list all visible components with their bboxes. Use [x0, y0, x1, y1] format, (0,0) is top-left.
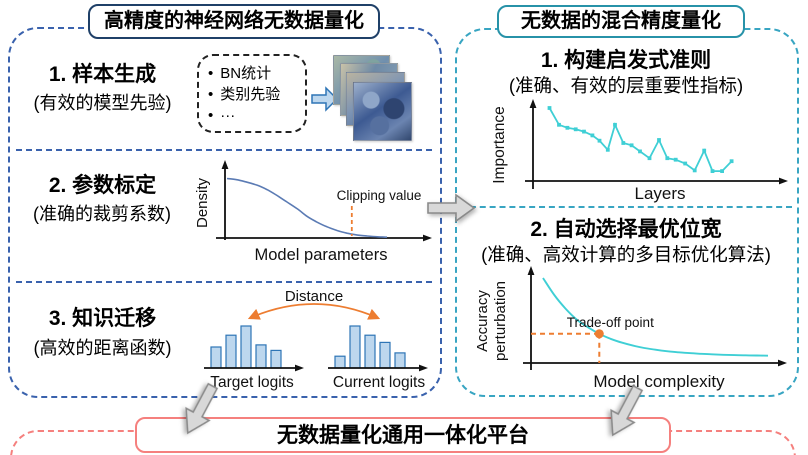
bullet-item: • 类别先验 [208, 84, 305, 105]
importance-xlabel: Layers [634, 184, 685, 203]
density-xlabel: Model parameters [255, 246, 388, 264]
current-logits-bars [334, 325, 406, 369]
bullet-item: • BN统计 [208, 63, 305, 84]
density-curve [226, 177, 388, 238]
left-divider-1 [16, 149, 432, 151]
left-to-right-arrow-icon [427, 193, 476, 223]
section2-subtitle: (准确的裁剪系数) [33, 204, 171, 224]
right-section2-heading: 2. 自动选择最优位宽 [530, 218, 722, 241]
section3-subtitle: (高效的距离函数) [33, 338, 172, 358]
right-panel-title: 无数据的混合精度量化 [497, 5, 745, 38]
bullet-label: BN统计 [220, 65, 272, 82]
section1-subtitle: (有效的模型先验) [33, 93, 172, 113]
bullet-icon: • [208, 86, 214, 103]
section1-heading: 1. 样本生成 [48, 63, 157, 86]
left-panel-down-arrow-icon [185, 382, 219, 435]
current-logits-label: Current logits [333, 374, 425, 391]
bullet-label: 类别先验 [220, 86, 281, 103]
target-logits-label: Target logits [210, 374, 294, 391]
tradeoff-point-marker [594, 329, 604, 339]
target-logits-bars [210, 325, 282, 369]
left-panel-title: 高精度的神经网络无数据量化 [88, 4, 380, 39]
sample-image [353, 82, 412, 141]
bullet-icon: • [208, 65, 214, 82]
bullet-label: ··· [220, 107, 236, 124]
tradeoff-xlabel: Model complexity [593, 372, 725, 391]
left-divider-2 [16, 281, 432, 283]
right-divider [460, 206, 792, 208]
importance-plot: Importance Layers [491, 99, 788, 203]
right-section1-heading: 1. 构建启发式准则 [540, 49, 712, 72]
clipping-value-label: Clipping value [337, 188, 422, 203]
section2-heading: 2. 参数标定 [48, 174, 157, 197]
generate-arrow-icon [311, 86, 339, 112]
distance-arrow-icon [247, 303, 381, 320]
bullet-item: • ··· [208, 105, 305, 126]
importance-ylabel: Importance [491, 106, 508, 184]
generated-samples-image [330, 55, 412, 141]
logits-plot: Distance Target logits Current logits [204, 288, 428, 391]
bullet-icon: • [208, 107, 214, 124]
importance-markers [547, 106, 734, 173]
tradeoff-point-label: Trade-off point [567, 315, 654, 330]
prior-bullet-box: • BN统计 • 类别先验 • ··· [197, 54, 307, 133]
tradeoff-ylabel-line1: Accuracy [474, 290, 491, 352]
importance-line [548, 107, 733, 172]
density-plot: Clipping value Density Model parameters [194, 160, 432, 264]
tradeoff-plot: Trade-off point Accuracy perturbation Mo… [474, 266, 787, 391]
right-panel-down-arrow-icon [610, 384, 644, 437]
right-section1-subtitle: (准确、有效的层重要性指标) [508, 75, 744, 96]
tradeoff-ylabel-line2: perturbation [492, 281, 509, 361]
right-section2-subtitle: (准确、高效计算的多目标优化算法) [481, 244, 771, 265]
density-ylabel: Density [194, 177, 211, 228]
tradeoff-curve [542, 277, 769, 357]
distance-label: Distance [285, 288, 343, 305]
platform-bar: 无数据量化通用一体化平台 [135, 417, 671, 453]
section3-heading: 3. 知识迁移 [48, 307, 157, 330]
